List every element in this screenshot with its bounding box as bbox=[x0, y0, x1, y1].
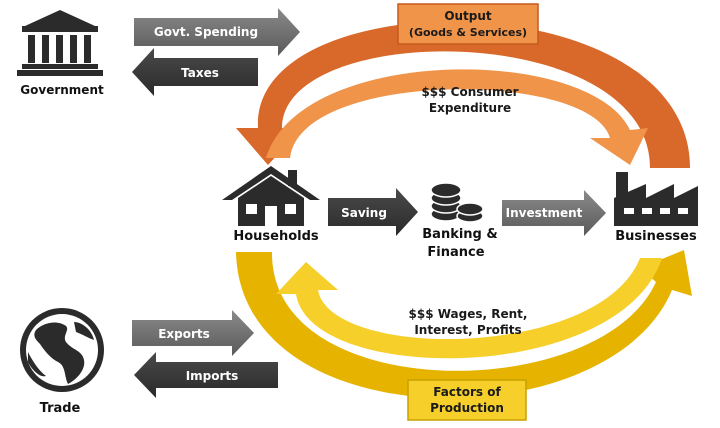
factory-icon bbox=[614, 172, 698, 226]
government-label: Government bbox=[20, 83, 104, 97]
consumer-inner-arc bbox=[266, 69, 648, 165]
globe-icon bbox=[20, 308, 104, 392]
consumer-label-line1: $$$ Consumer bbox=[421, 85, 518, 99]
businesses-label: Businesses bbox=[615, 229, 697, 244]
taxes-arrow: Taxes bbox=[132, 48, 258, 96]
output-label-line2: (Goods & Services) bbox=[409, 26, 527, 39]
imports-label: Imports bbox=[186, 369, 239, 383]
households-label: Households bbox=[233, 229, 319, 244]
coins-icon bbox=[430, 182, 484, 223]
govt-spending-arrow: Govt. Spending bbox=[134, 8, 300, 56]
factors-label-line1: Factors of bbox=[433, 385, 501, 399]
saving-label: Saving bbox=[341, 206, 387, 220]
wages-inner-arc bbox=[276, 258, 662, 359]
wages-label-line1: $$$ Wages, Rent, bbox=[409, 307, 528, 321]
factors-outer-arc bbox=[236, 250, 692, 399]
banking-label-line2: Finance bbox=[427, 245, 484, 260]
factors-box bbox=[407, 379, 527, 421]
output-outer-arc bbox=[236, 21, 690, 168]
govt-spending-label: Govt. Spending bbox=[154, 25, 258, 39]
trade-label: Trade bbox=[40, 401, 81, 416]
wages-label-line2: Interest, Profits bbox=[414, 323, 521, 337]
taxes-label: Taxes bbox=[181, 66, 219, 80]
exports-label: Exports bbox=[158, 327, 210, 341]
factors-label-line2: Production bbox=[430, 401, 504, 415]
saving-arrow: Saving bbox=[328, 188, 418, 236]
output-label-line1: Output bbox=[444, 9, 492, 23]
output-box bbox=[397, 3, 539, 45]
investment-label: Investment bbox=[506, 206, 583, 220]
consumer-label-line2: Expenditure bbox=[429, 101, 511, 115]
government-icon bbox=[17, 10, 103, 76]
exports-arrow: Exports bbox=[132, 310, 254, 356]
imports-arrow: Imports bbox=[134, 352, 278, 398]
house-icon bbox=[222, 166, 320, 226]
banking-label-line1: Banking & bbox=[422, 227, 497, 242]
investment-arrow: Investment bbox=[502, 190, 606, 236]
